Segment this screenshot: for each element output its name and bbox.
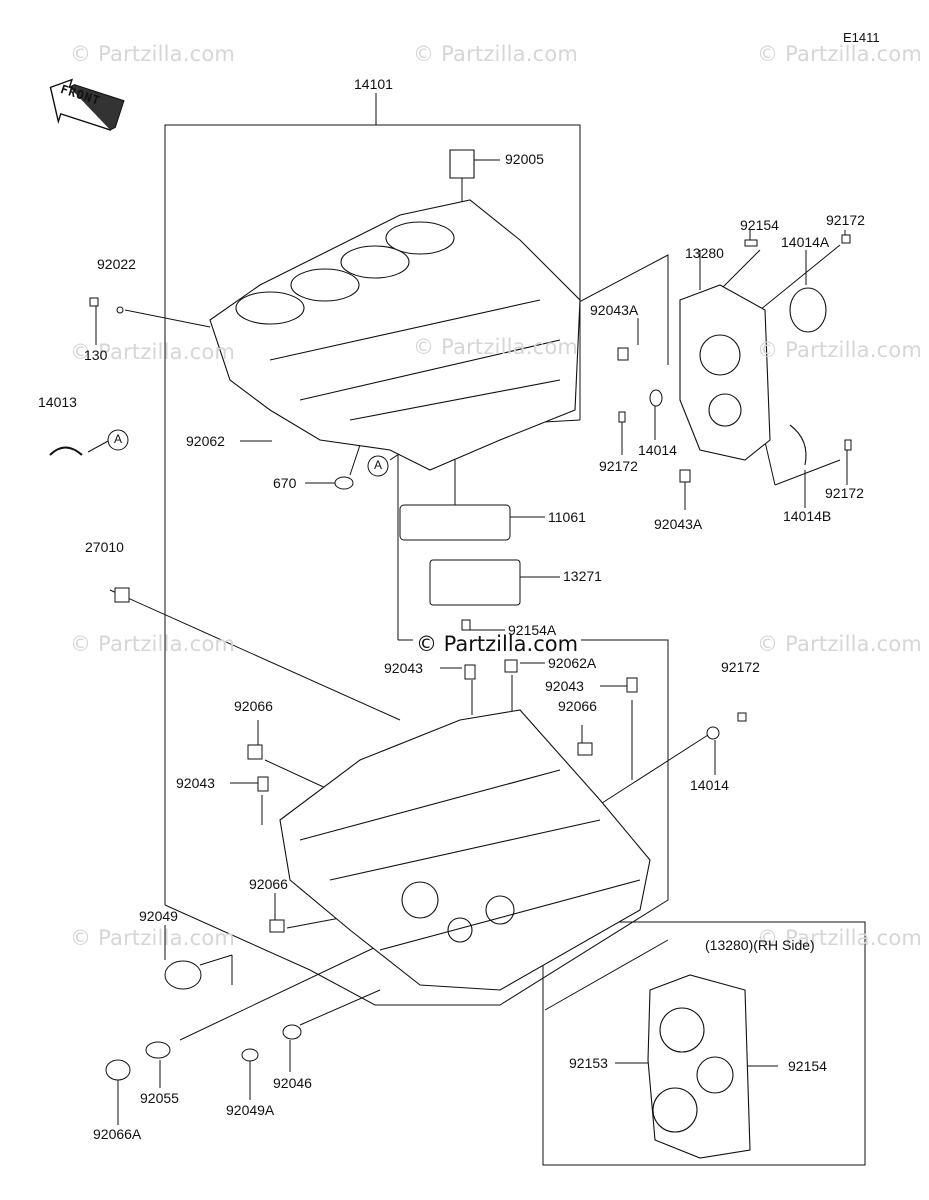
part-label-14101[interactable]: 14101 xyxy=(354,76,393,92)
part-label-13280[interactable]: 13280 xyxy=(685,245,724,261)
part-label-92066a[interactable]: 92066A xyxy=(93,1126,142,1142)
watermark-5: © Partzilla.com xyxy=(413,335,579,359)
part-label-92066-right[interactable]: 92066 xyxy=(558,698,597,714)
lower-crankcase-drawing xyxy=(279,709,651,991)
part-label-130[interactable]: 130 xyxy=(84,347,108,363)
part-label-14014b[interactable]: 14014B xyxy=(783,508,832,524)
part-label-13271[interactable]: 13271 xyxy=(563,568,602,584)
part-label-92154-inset[interactable]: 92154 xyxy=(788,1058,827,1074)
inset-title: (13280)(RH Side) xyxy=(705,937,815,953)
watermark-10: © Partzilla.com xyxy=(757,926,923,950)
watermark-1: © Partzilla.com xyxy=(70,42,236,66)
upper-crankcase-drawing xyxy=(209,149,581,471)
part-label-92154a[interactable]: 92154A xyxy=(508,622,557,638)
part-label-92154[interactable]: 92154 xyxy=(740,217,779,233)
front-arrow xyxy=(49,78,125,131)
part-label-14014-top[interactable]: 14014 xyxy=(638,442,677,458)
part-label-92049a[interactable]: 92049A xyxy=(226,1102,275,1118)
part-label-92046[interactable]: 92046 xyxy=(273,1075,312,1091)
part-label-92005[interactable]: 92005 xyxy=(505,151,544,167)
part-label-92172-right[interactable]: 92172 xyxy=(825,485,864,501)
diagram-code: E1411 xyxy=(843,30,880,45)
rh-cover-drawing xyxy=(679,284,827,466)
part-label-92172-lower[interactable]: 92172 xyxy=(721,659,760,675)
watermark-8: © Partzilla.com xyxy=(757,632,923,656)
part-label-92043a-top[interactable]: 92043A xyxy=(590,302,639,318)
part-label-92153-inset[interactable]: 92153 xyxy=(569,1055,608,1071)
watermark-9: © Partzilla.com xyxy=(70,926,236,950)
part-label-92062[interactable]: 92062 xyxy=(186,433,225,449)
part-label-92062a[interactable]: 92062A xyxy=(548,655,597,671)
part-label-14013[interactable]: 14013 xyxy=(38,394,77,410)
part-label-92066-left[interactable]: 92066 xyxy=(234,698,273,714)
watermark-4: © Partzilla.com xyxy=(70,340,236,364)
part-label-14014a[interactable]: 14014A xyxy=(781,234,830,250)
callout-a-2: A xyxy=(374,458,383,472)
part-label-11061[interactable]: 11061 xyxy=(548,509,586,525)
part-label-14014-lower[interactable]: 14014 xyxy=(690,777,729,793)
part-label-92055[interactable]: 92055 xyxy=(140,1090,179,1106)
watermark-2: © Partzilla.com xyxy=(413,42,579,66)
inset-cover-drawing xyxy=(647,974,751,1159)
part-label-92049[interactable]: 92049 xyxy=(139,908,178,924)
part-label-92043-right[interactable]: 92043 xyxy=(545,678,584,694)
part-label-92043a-bottom[interactable]: 92043A xyxy=(654,516,703,532)
part-label-92022[interactable]: 92022 xyxy=(97,256,136,272)
part-label-92043-center[interactable]: 92043 xyxy=(384,660,423,676)
watermark-7: © Partzilla.com xyxy=(70,632,236,656)
watermark-6: © Partzilla.com xyxy=(757,338,923,362)
small-parts xyxy=(49,234,852,1081)
bracket-14101 xyxy=(164,124,581,905)
watermark-3: © Partzilla.com xyxy=(757,42,923,66)
part-label-92172-top[interactable]: 92172 xyxy=(826,212,865,228)
part-label-92172-left[interactable]: 92172 xyxy=(599,458,638,474)
part-label-670[interactable]: 670 xyxy=(273,475,297,491)
part-label-92043-left[interactable]: 92043 xyxy=(176,775,215,791)
part-label-27010[interactable]: 27010 xyxy=(85,539,124,555)
callout-a-1: A xyxy=(114,432,123,446)
part-label-92066-bottom[interactable]: 92066 xyxy=(249,876,288,892)
inset-box xyxy=(542,921,866,1166)
brand-logo-text: © Partzilla.com xyxy=(413,632,582,656)
